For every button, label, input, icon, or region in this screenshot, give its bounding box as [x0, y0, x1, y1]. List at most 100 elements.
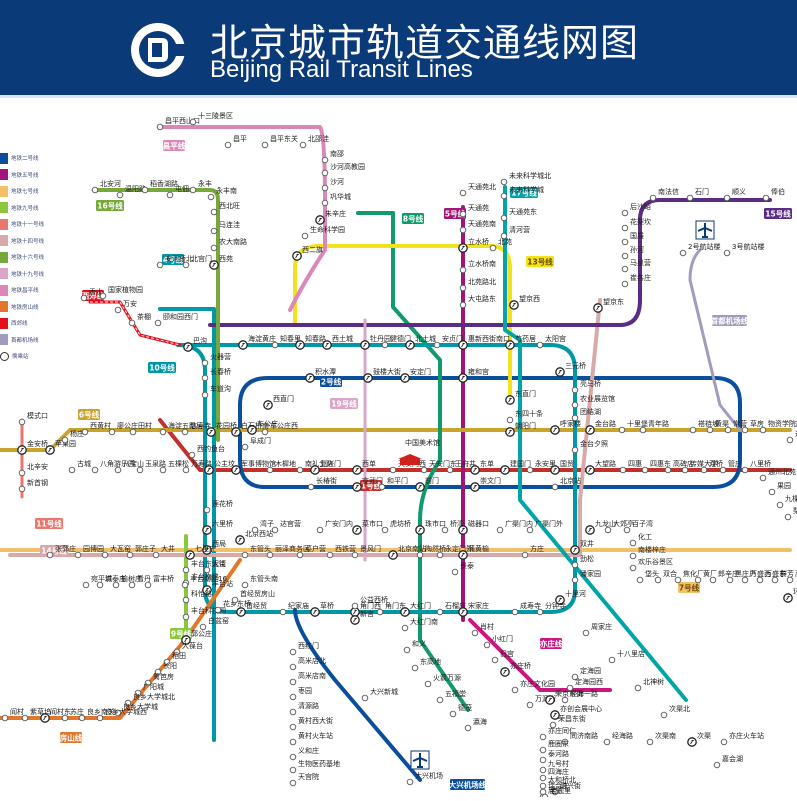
- station[interactable]: 十八里店: [608, 649, 645, 664]
- station[interactable]: 安贞门: [433, 334, 463, 349]
- station[interactable]: 东管头南: [241, 574, 278, 589]
- station[interactable]: 成寿寺: [511, 601, 541, 616]
- station[interactable]: 温阳路: [116, 184, 146, 199]
- station[interactable]: 东单: [470, 459, 494, 475]
- station[interactable]: 国展: [621, 232, 644, 246]
- station[interactable]: 安定门: [400, 367, 431, 383]
- station[interactable]: 泰河路: [539, 749, 569, 764]
- station[interactable]: 2号航站楼: [679, 242, 720, 257]
- line-badge-capital_airport[interactable]: 首都机场线: [711, 315, 749, 326]
- station[interactable]: 呼家楼: [550, 419, 581, 435]
- station[interactable]: 顺义: [723, 188, 746, 202]
- metro-line-yizhuang[interactable]: [468, 618, 612, 692]
- station[interactable]: 良乡大学城: [114, 702, 158, 717]
- station[interactable]: 永丰: [189, 179, 212, 194]
- station[interactable]: 北邵洼: [299, 134, 329, 149]
- station[interactable]: 生物医药基地: [289, 759, 340, 774]
- station[interactable]: 金台夕照: [571, 439, 608, 454]
- station[interactable]: 新宫: [350, 609, 374, 625]
- station[interactable]: 大红门: [400, 601, 431, 617]
- station[interactable]: 八宝山: [114, 459, 144, 474]
- station[interactable]: 香山: [80, 287, 103, 302]
- station[interactable]: 北土城: [405, 334, 436, 350]
- station[interactable]: 屯佃: [166, 184, 189, 199]
- station[interactable]: 农大南路: [210, 237, 247, 252]
- station[interactable]: 崔各庄: [621, 273, 651, 288]
- station[interactable]: 亦庄火车站: [720, 731, 764, 746]
- station[interactable]: 十里堡: [618, 419, 648, 434]
- station[interactable]: 宛平城: [82, 574, 112, 589]
- line-badge-16[interactable]: 16号线: [96, 200, 124, 211]
- station[interactable]: 果园: [768, 482, 791, 496]
- station[interactable]: 小红门: [483, 634, 513, 649]
- station[interactable]: 科怡路: [182, 589, 212, 604]
- station[interactable]: 八里桥: [741, 459, 771, 474]
- station[interactable]: 慈寿寺: [181, 421, 211, 436]
- station[interactable]: 黄村西大街: [289, 716, 333, 731]
- station[interactable]: 西苑: [209, 254, 233, 270]
- line-badge-6[interactable]: 6号线: [78, 409, 100, 420]
- metro-line-changping[interactable]: [158, 125, 327, 312]
- station[interactable]: 西红门: [289, 641, 319, 656]
- station[interactable]: 四惠: [619, 459, 642, 474]
- station[interactable]: 景风门: [351, 544, 381, 559]
- station[interactable]: 良乡大学城北: [124, 692, 175, 707]
- line-badge-10[interactable]: 10号线: [148, 362, 176, 373]
- station[interactable]: 天通苑南: [459, 219, 496, 234]
- station[interactable]: 万安: [114, 299, 137, 314]
- station[interactable]: 同济南路: [561, 731, 598, 746]
- station[interactable]: 九棵树: [776, 494, 797, 509]
- station[interactable]: 稻田: [163, 651, 186, 666]
- station[interactable]: 朱辛庄: [315, 209, 346, 225]
- station[interactable]: 垡头: [636, 569, 659, 584]
- station[interactable]: 宋家庄: [458, 601, 489, 617]
- station[interactable]: 定海园: [571, 666, 601, 681]
- station[interactable]: 建国门: [500, 459, 531, 475]
- line-badge-fangshan[interactable]: 房山线: [60, 732, 83, 743]
- station[interactable]: 车公庄西: [261, 421, 298, 436]
- line-badge-19[interactable]: 19号线: [330, 398, 358, 409]
- station[interactable]: 团结湖: [571, 407, 601, 422]
- station[interactable]: 达官营: [271, 519, 301, 534]
- station[interactable]: 郎辛庄: [709, 569, 739, 584]
- station[interactable]: 青年路: [639, 419, 669, 434]
- line-badge-yizhuang[interactable]: 亦庄线: [540, 638, 563, 649]
- station[interactable]: 永定门外: [436, 544, 473, 559]
- station[interactable]: 大红门南: [401, 617, 438, 632]
- station[interactable]: 经海一路: [561, 689, 598, 704]
- station[interactable]: 荣京东街: [545, 689, 583, 705]
- station[interactable]: 苏庄: [61, 707, 84, 722]
- station[interactable]: 西钓鱼台: [188, 444, 225, 459]
- station[interactable]: 紫草坞: [21, 707, 51, 722]
- station[interactable]: 马连洼: [210, 220, 240, 235]
- station[interactable]: 长椿街: [307, 476, 337, 491]
- station[interactable]: 五福堂: [436, 689, 466, 704]
- station[interactable]: 模式口: [18, 411, 48, 426]
- station[interactable]: 国家植物园: [99, 285, 143, 300]
- line-badge-13[interactable]: 13号线: [526, 256, 554, 267]
- station[interactable]: 芍药居: [505, 334, 536, 350]
- station[interactable]: 菜户营: [296, 544, 326, 559]
- station[interactable]: 石榴庄: [436, 601, 466, 616]
- station[interactable]: 东高地: [411, 657, 441, 672]
- station[interactable]: 生命科学园: [301, 225, 345, 240]
- station[interactable]: 立水桥南: [459, 259, 496, 274]
- station[interactable]: 稻香湖路: [141, 179, 178, 194]
- station[interactable]: 火器营: [201, 352, 231, 367]
- station[interactable]: 黄渠: [706, 419, 729, 434]
- station[interactable]: 前门: [415, 476, 439, 492]
- station[interactable]: 经海路: [603, 731, 633, 746]
- station[interactable]: 传媒大学: [681, 459, 718, 474]
- station[interactable]: 旧宫: [491, 649, 514, 664]
- station[interactable]: 物资学院路: [759, 419, 797, 434]
- station[interactable]: 金台路: [585, 419, 616, 435]
- station[interactable]: 古城: [68, 459, 91, 474]
- station[interactable]: 六里桥: [202, 519, 233, 535]
- line-badge-4[interactable]: 4号线: [162, 254, 184, 265]
- station[interactable]: 雍和宫: [458, 367, 489, 383]
- station[interactable]: 潘家园: [571, 569, 601, 584]
- station[interactable]: 欢乐谷景区: [629, 557, 673, 572]
- station[interactable]: 陶然桥: [416, 544, 446, 559]
- station[interactable]: 榆树庄: [112, 574, 142, 589]
- station[interactable]: 杨庄: [61, 429, 84, 444]
